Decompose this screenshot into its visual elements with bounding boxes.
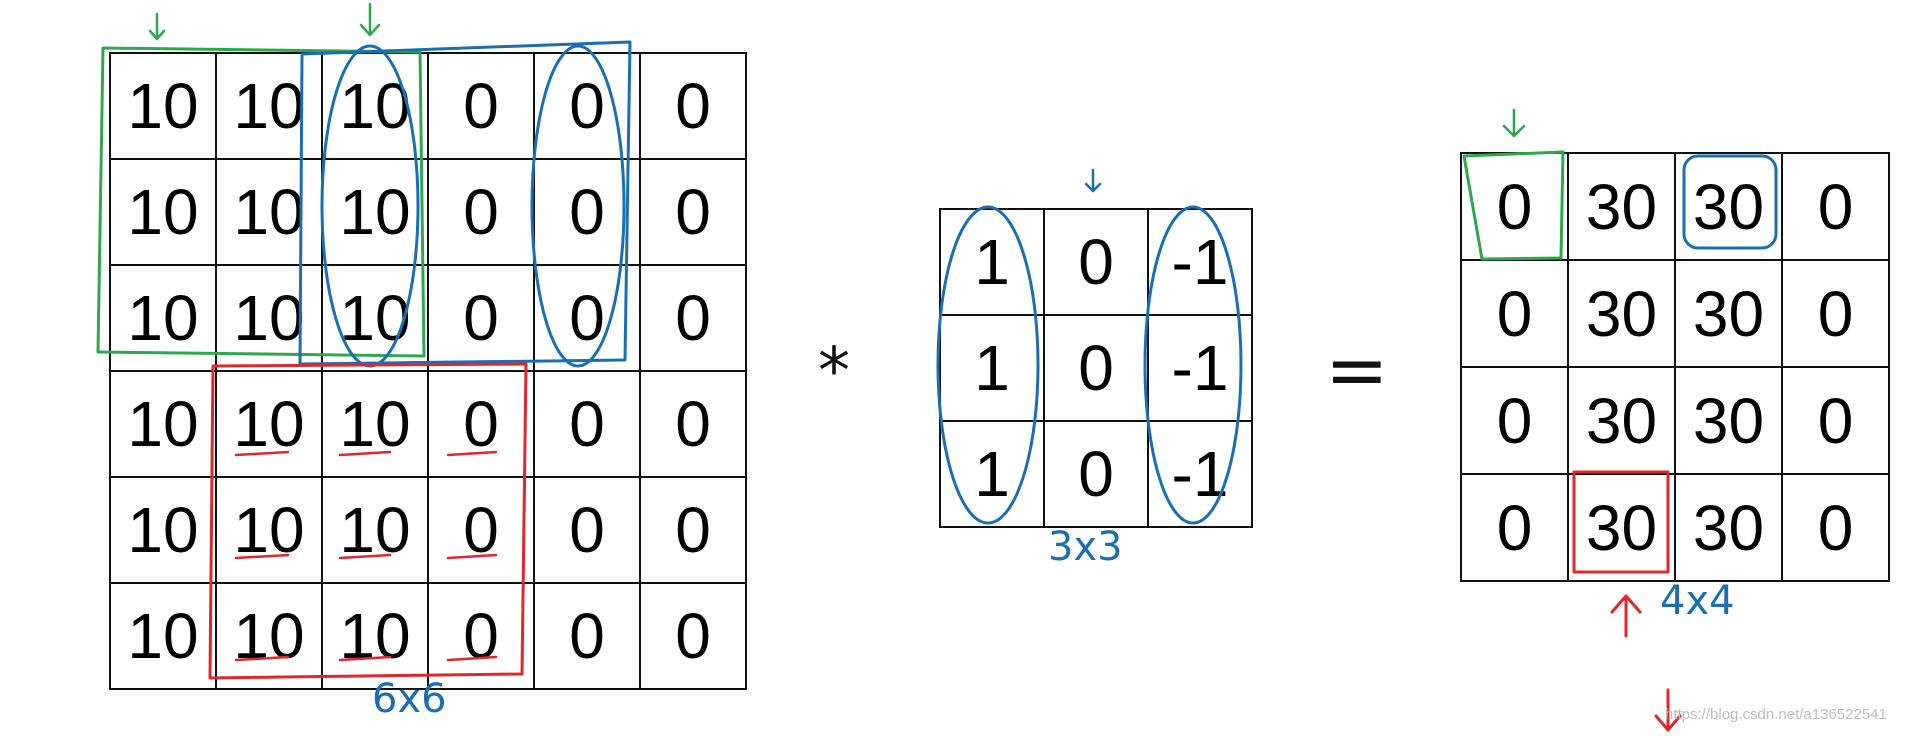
filter-row: 1 0 -1 [939, 314, 1253, 422]
output-cell: 30 [1567, 473, 1676, 582]
output-matrix: 0 30 30 0 0 30 30 0 0 30 30 0 0 30 30 [1460, 152, 1890, 582]
output-cell: 0 [1781, 366, 1890, 475]
output-cell: 30 [1674, 473, 1783, 582]
input-cell: 10 [321, 52, 429, 160]
input-cell: 0 [427, 52, 535, 160]
input-cell: 0 [533, 476, 641, 584]
output-cell: 0 [1460, 366, 1569, 475]
input-cell: 10 [109, 264, 217, 372]
output-cell: 30 [1567, 366, 1676, 475]
input-row: 10 10 10 0 0 0 [109, 582, 747, 690]
input-cell: 0 [427, 582, 535, 690]
input-cell: 10 [109, 582, 217, 690]
filter-cell: 0 [1043, 208, 1149, 316]
input-cell: 10 [215, 158, 323, 266]
output-cell: 0 [1781, 152, 1890, 261]
watermark: https://blog.csdn.net/a136522541 [1665, 706, 1887, 723]
input-row: 10 10 10 0 0 0 [109, 52, 747, 160]
output-row: 0 30 30 0 [1460, 473, 1890, 582]
input-matrix: 10 10 10 0 0 0 10 10 10 0 0 0 10 10 10 0… [109, 52, 747, 690]
input-cell: 10 [109, 370, 217, 478]
equals-operator: = [1325, 325, 1389, 414]
output-cell: 0 [1781, 259, 1890, 368]
input-cell: 0 [427, 158, 535, 266]
filter-cell: -1 [1147, 314, 1253, 422]
output-size-label: 4x4 [1660, 578, 1735, 624]
input-cell: 10 [215, 264, 323, 372]
input-cell: 10 [321, 370, 429, 478]
input-cell: 10 [109, 476, 217, 584]
green-arrow-icon [148, 12, 166, 41]
filter-row: 1 0 -1 [939, 420, 1253, 528]
input-row: 10 10 10 0 0 0 [109, 476, 747, 584]
filter-cell: 1 [939, 420, 1045, 528]
filter-cell: -1 [1147, 208, 1253, 316]
input-cell: 10 [321, 476, 429, 584]
input-cell: 10 [321, 158, 429, 266]
input-cell: 10 [215, 52, 323, 160]
output-cell: 30 [1674, 259, 1783, 368]
input-row: 10 10 10 0 0 0 [109, 264, 747, 372]
output-cell: 30 [1567, 259, 1676, 368]
input-cell: 0 [533, 52, 641, 160]
red-arrow-icon [1610, 594, 1642, 638]
output-cell: 0 [1460, 152, 1569, 261]
input-cell: 0 [427, 264, 535, 372]
input-cell: 0 [639, 370, 747, 478]
input-row: 10 10 10 0 0 0 [109, 370, 747, 478]
input-cell: 0 [533, 370, 641, 478]
input-cell: 10 [321, 582, 429, 690]
output-cell: 0 [1460, 259, 1569, 368]
input-cell: 0 [533, 582, 641, 690]
green-arrow-icon [1502, 108, 1526, 138]
output-row: 0 30 30 0 [1460, 152, 1890, 261]
blue-arrow-icon [1084, 168, 1102, 193]
input-cell: 0 [533, 264, 641, 372]
input-cell: 0 [639, 476, 747, 584]
input-cell: 0 [639, 582, 747, 690]
green-arrow-icon [359, 2, 381, 37]
filter-size-label: 3x3 [1048, 524, 1123, 570]
filter-cell: 1 [939, 208, 1045, 316]
output-cell: 30 [1567, 152, 1676, 261]
input-cell: 0 [533, 158, 641, 266]
output-cell: 30 [1674, 152, 1783, 261]
input-cell: 0 [639, 158, 747, 266]
input-row: 10 10 10 0 0 0 [109, 158, 747, 266]
output-cell: 0 [1460, 473, 1569, 582]
output-cell: 0 [1781, 473, 1890, 582]
multiply-operator: * [818, 335, 850, 409]
filter-row: 1 0 -1 [939, 208, 1253, 316]
input-cell: 10 [109, 158, 217, 266]
input-cell: 10 [215, 476, 323, 584]
input-cell: 0 [639, 264, 747, 372]
input-cell: 10 [215, 370, 323, 478]
output-row: 0 30 30 0 [1460, 366, 1890, 475]
filter-cell: 1 [939, 314, 1045, 422]
input-cell: 10 [321, 264, 429, 372]
filter-cell: 0 [1043, 420, 1149, 528]
output-cell: 30 [1674, 366, 1783, 475]
input-cell: 10 [109, 52, 217, 160]
input-cell: 10 [215, 582, 323, 690]
output-row: 0 30 30 0 [1460, 259, 1890, 368]
filter-cell: -1 [1147, 420, 1253, 528]
input-cell: 0 [427, 370, 535, 478]
filter-cell: 0 [1043, 314, 1149, 422]
input-cell: 0 [639, 52, 747, 160]
filter-matrix: 1 0 -1 1 0 -1 1 0 -1 [939, 208, 1253, 528]
input-size-label: 6x6 [372, 676, 447, 722]
input-cell: 0 [427, 476, 535, 584]
